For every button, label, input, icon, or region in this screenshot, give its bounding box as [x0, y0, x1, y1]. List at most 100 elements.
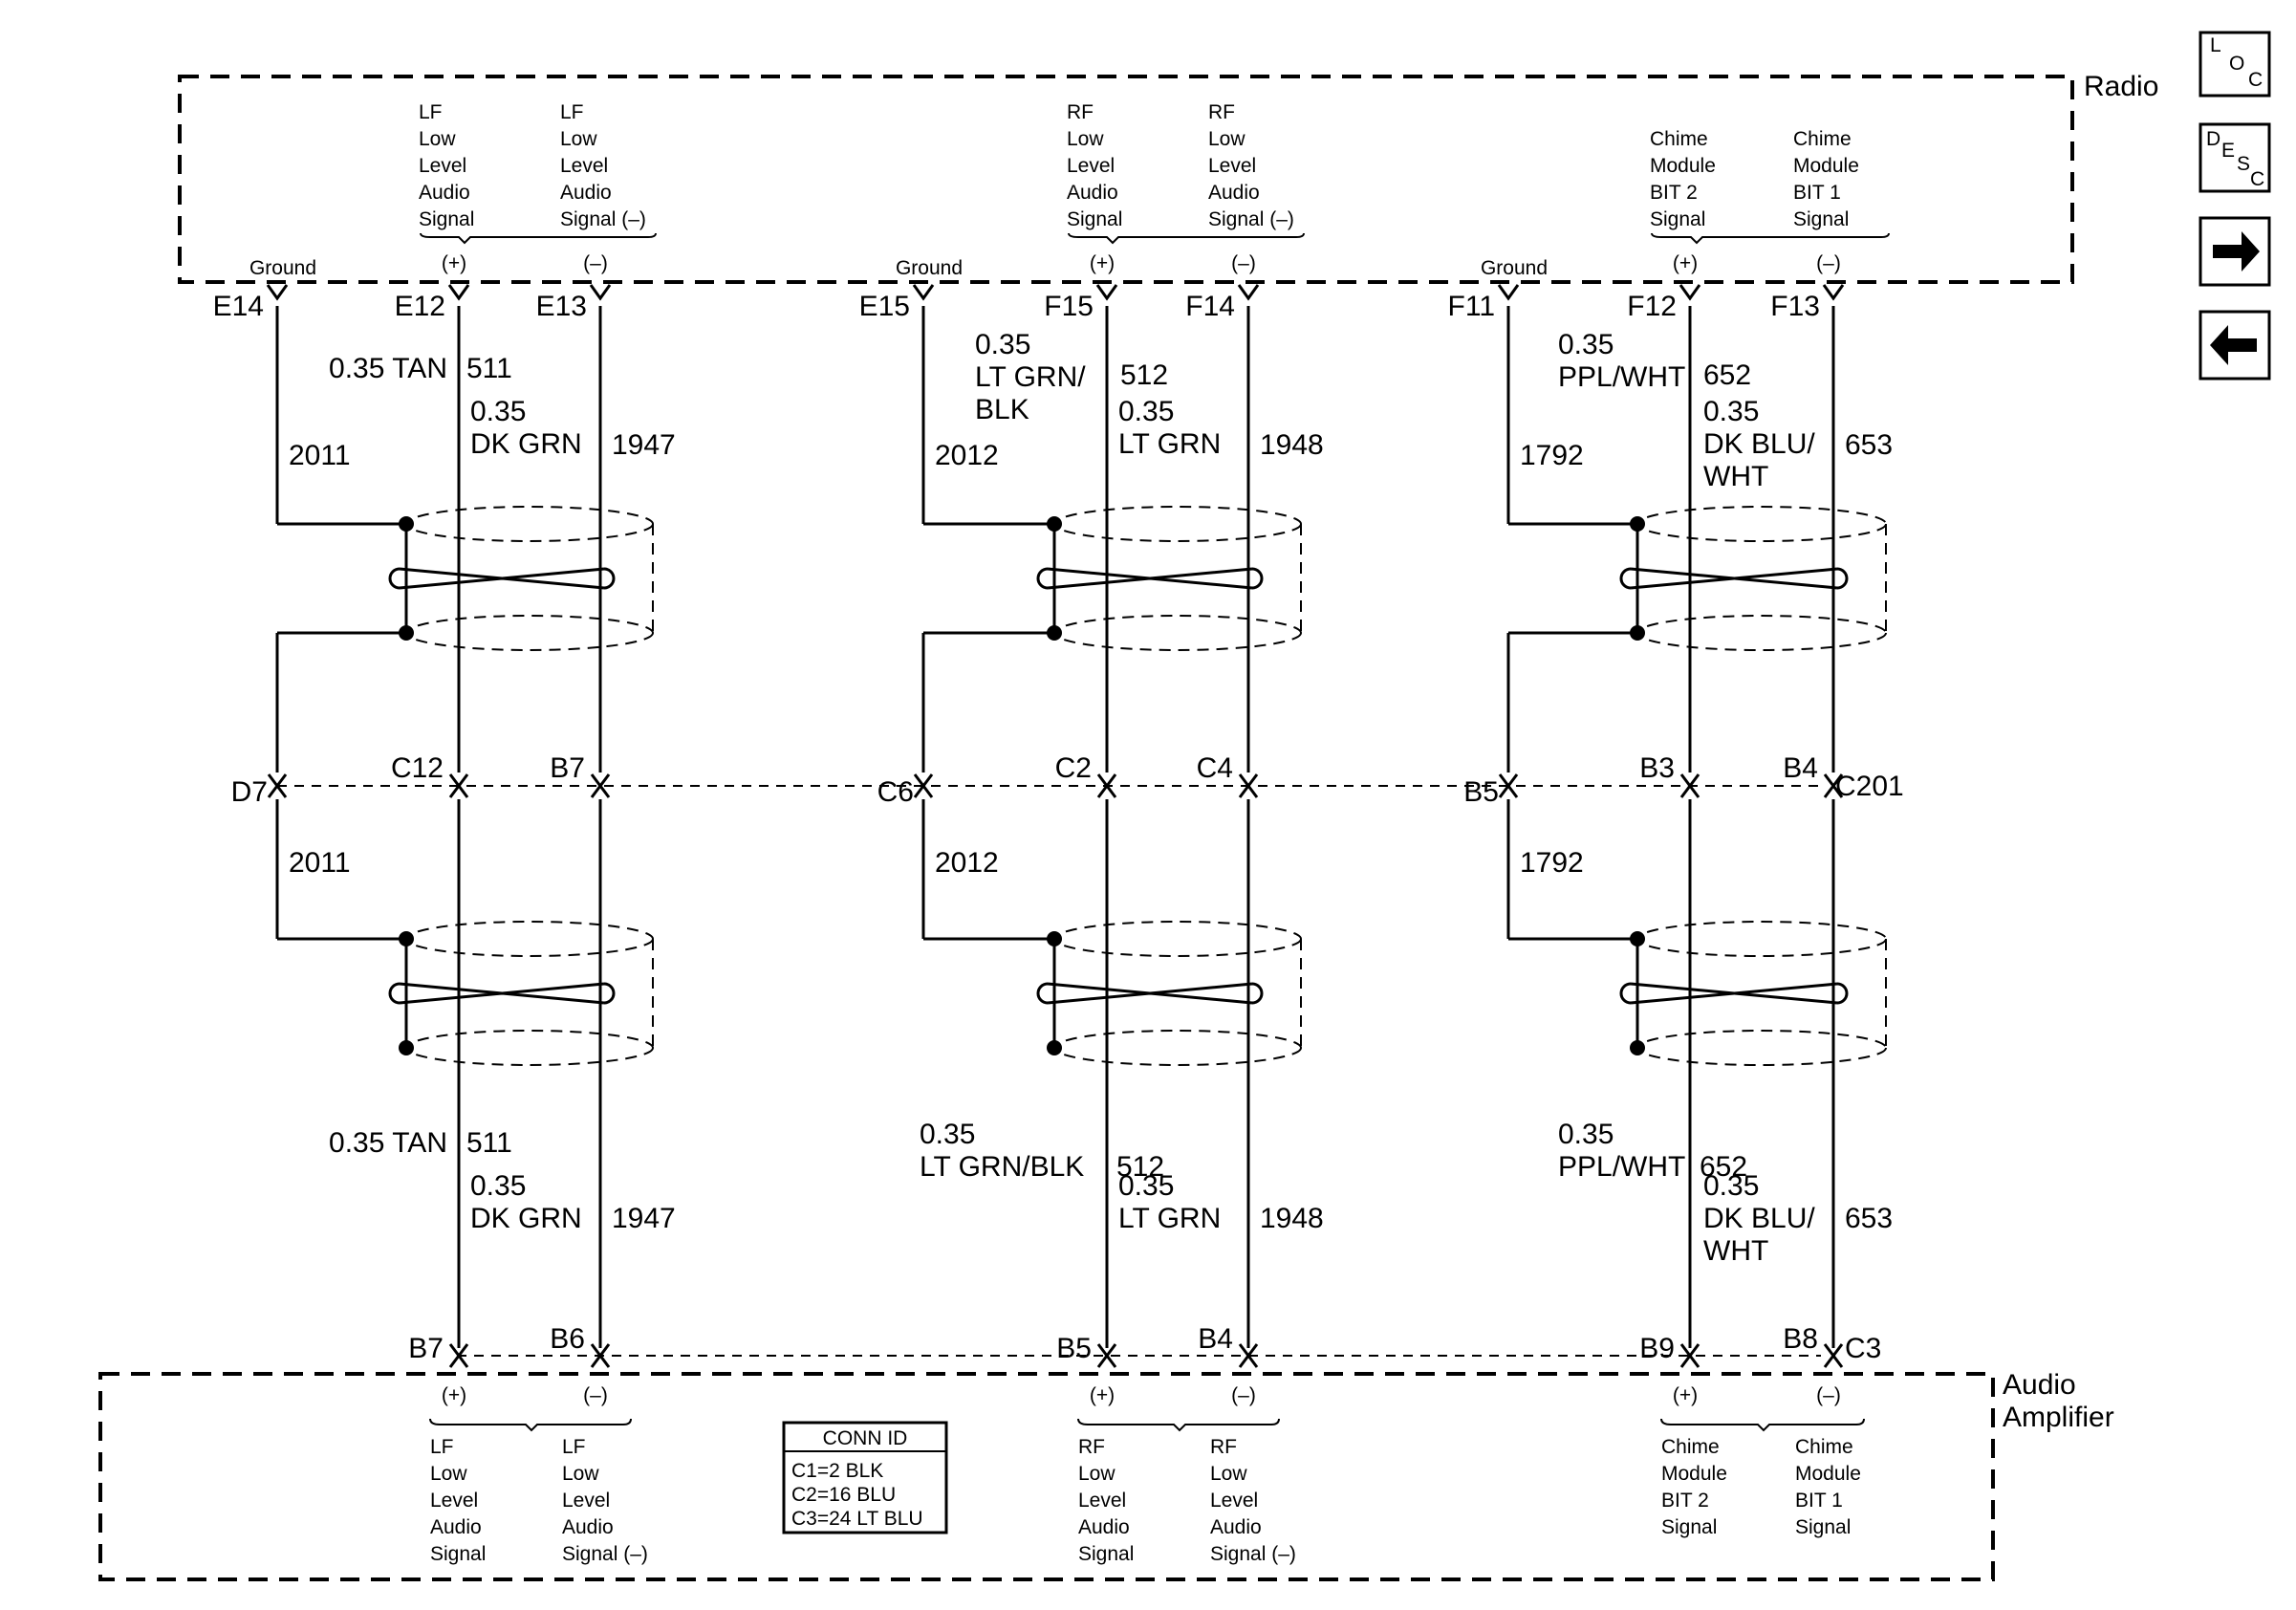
radio-signal-label: Signal	[419, 208, 474, 230]
wire-color: 0.35	[1703, 396, 1759, 427]
inline-pin-label: C4	[1197, 752, 1233, 784]
radio-pin-mark	[1822, 284, 1845, 301]
ground-label: Ground	[896, 257, 963, 279]
circuit-number: 2011	[289, 440, 351, 471]
radio-pin-label: E14	[213, 291, 264, 322]
amp-pin-label: B4	[1198, 1323, 1233, 1355]
amp-signal-label: Signal	[430, 1543, 486, 1565]
circuit-number: 512	[1116, 1151, 1164, 1183]
radio-signal-label: Low	[1208, 128, 1245, 150]
twisted-pair-shield	[1036, 506, 1302, 651]
radio-signal-label: Signal (–)	[560, 208, 646, 230]
amplifier-label-line2: Amplifier	[2003, 1402, 2114, 1433]
radio-pin-label: E15	[859, 291, 910, 322]
radio-outline	[178, 75, 2074, 284]
wire-color: BLK	[975, 394, 1029, 425]
radio-pin-mark	[1237, 284, 1260, 301]
circuit-number: 2012	[935, 847, 999, 879]
wire-color: 0.35	[1703, 1170, 1759, 1202]
circuit-number: 2012	[935, 440, 999, 471]
inline-pin-label: B4	[1783, 752, 1818, 784]
radio-signal-label: Chime	[1793, 128, 1852, 150]
amp-pin-label: B6	[550, 1323, 585, 1355]
amp-pin-label: B7	[408, 1333, 444, 1364]
amp-signal-label: Level	[562, 1490, 610, 1512]
wire-color: LT GRN	[1118, 1203, 1221, 1234]
radio-signal-label: Low	[419, 128, 456, 150]
twist-cross	[1630, 567, 1838, 590]
desc-button[interactable]: D E S C	[2199, 122, 2271, 193]
amp-signal-label: LF	[562, 1436, 586, 1458]
polarity-sign: (+)	[1090, 252, 1115, 274]
twisted-pair-shield	[388, 506, 654, 651]
inline-pin-mark	[1823, 773, 1844, 798]
inline-pin-label: C6	[877, 776, 914, 808]
amp-signal-label: Low	[430, 1463, 467, 1485]
wire-color: DK GRN	[470, 428, 582, 460]
circuit-number: 2011	[289, 847, 351, 879]
polarity-sign: (+)	[1090, 1384, 1115, 1406]
next-page-button[interactable]	[2199, 216, 2271, 287]
circuit-number: 511	[466, 353, 512, 384]
twisted-pair-shield	[1619, 921, 1887, 1066]
loc-button[interactable]: L O C	[2199, 31, 2271, 98]
loc-letter-o: O	[2229, 53, 2244, 75]
radio-signal-label: Level	[1208, 155, 1256, 177]
polarity-sign: (+)	[442, 1384, 466, 1406]
amp-signal-label: Low	[1210, 1463, 1247, 1485]
amp-pin-mark	[1679, 1343, 1700, 1368]
circuit-number: 652	[1703, 359, 1751, 391]
polarity-sign: (+)	[1673, 252, 1698, 274]
conn-id-row: C2=16 BLU	[791, 1484, 896, 1506]
twist-cross	[1047, 982, 1253, 1005]
amp-pin-mark	[1823, 1343, 1844, 1368]
radio-pin-mark	[266, 284, 289, 301]
amp-signal-label: Audio	[1210, 1516, 1262, 1538]
amp-pin-mark	[590, 1343, 611, 1368]
c3-label: C3	[1845, 1333, 1881, 1364]
radio-signal-label: Signal	[1650, 208, 1705, 230]
amp-signal-label: Level	[1210, 1490, 1258, 1512]
radio-component: Radio	[178, 71, 2158, 284]
inline-pin-label: B5	[1463, 776, 1499, 808]
inline-pin-mark	[1096, 773, 1117, 798]
amp-pin-label: B5	[1056, 1333, 1092, 1364]
wire-color: 0.35 TAN	[329, 353, 447, 384]
amp-signal-label: Module	[1795, 1463, 1861, 1485]
wire-color: DK BLU/	[1703, 428, 1815, 460]
amp-signal-label: Audio	[1078, 1516, 1130, 1538]
wire-color: DK GRN	[470, 1203, 582, 1234]
circuit-number: 1948	[1260, 1203, 1324, 1234]
loc-letter-c: C	[2248, 69, 2263, 91]
radio-pin-mark	[1095, 284, 1118, 301]
circuit-number: 1947	[612, 1203, 676, 1234]
radio-signal-label: Audio	[1208, 182, 1260, 204]
radio-signal-label: Level	[1067, 155, 1115, 177]
ground-label: Ground	[249, 257, 316, 279]
wire-color: 0.35	[470, 1170, 526, 1202]
wire-color: LT GRN	[1118, 428, 1221, 460]
amp-signal-label: RF	[1210, 1436, 1237, 1458]
wire-color: PPL/WHT	[1558, 1151, 1685, 1183]
radio-pin-label: F12	[1627, 291, 1677, 322]
wire-color: 0.35	[470, 396, 526, 427]
previous-page-button[interactable]	[2199, 310, 2271, 381]
amp-connector-c3: C3	[457, 1333, 1881, 1364]
radio-signal-label: Signal	[1067, 208, 1122, 230]
amp-signal-label: Signal (–)	[1210, 1543, 1296, 1565]
circuit-number: 653	[1845, 429, 1893, 461]
polarity-sign: (–)	[1816, 1384, 1841, 1406]
arrow-right-icon	[2213, 231, 2260, 272]
radio-pin-label: E13	[536, 291, 587, 322]
amp-signal-label: Low	[1078, 1463, 1116, 1485]
amp-signal-label: Module	[1661, 1463, 1727, 1485]
amp-signal-label: BIT 1	[1795, 1490, 1843, 1512]
twisted-pair-shield	[388, 921, 654, 1066]
radio-signal-label: Signal (–)	[1208, 208, 1294, 230]
radio-signal-label: RF	[1067, 101, 1094, 123]
wire-color: 0.35	[1118, 1170, 1174, 1202]
radio-signal-label: Module	[1793, 155, 1859, 177]
